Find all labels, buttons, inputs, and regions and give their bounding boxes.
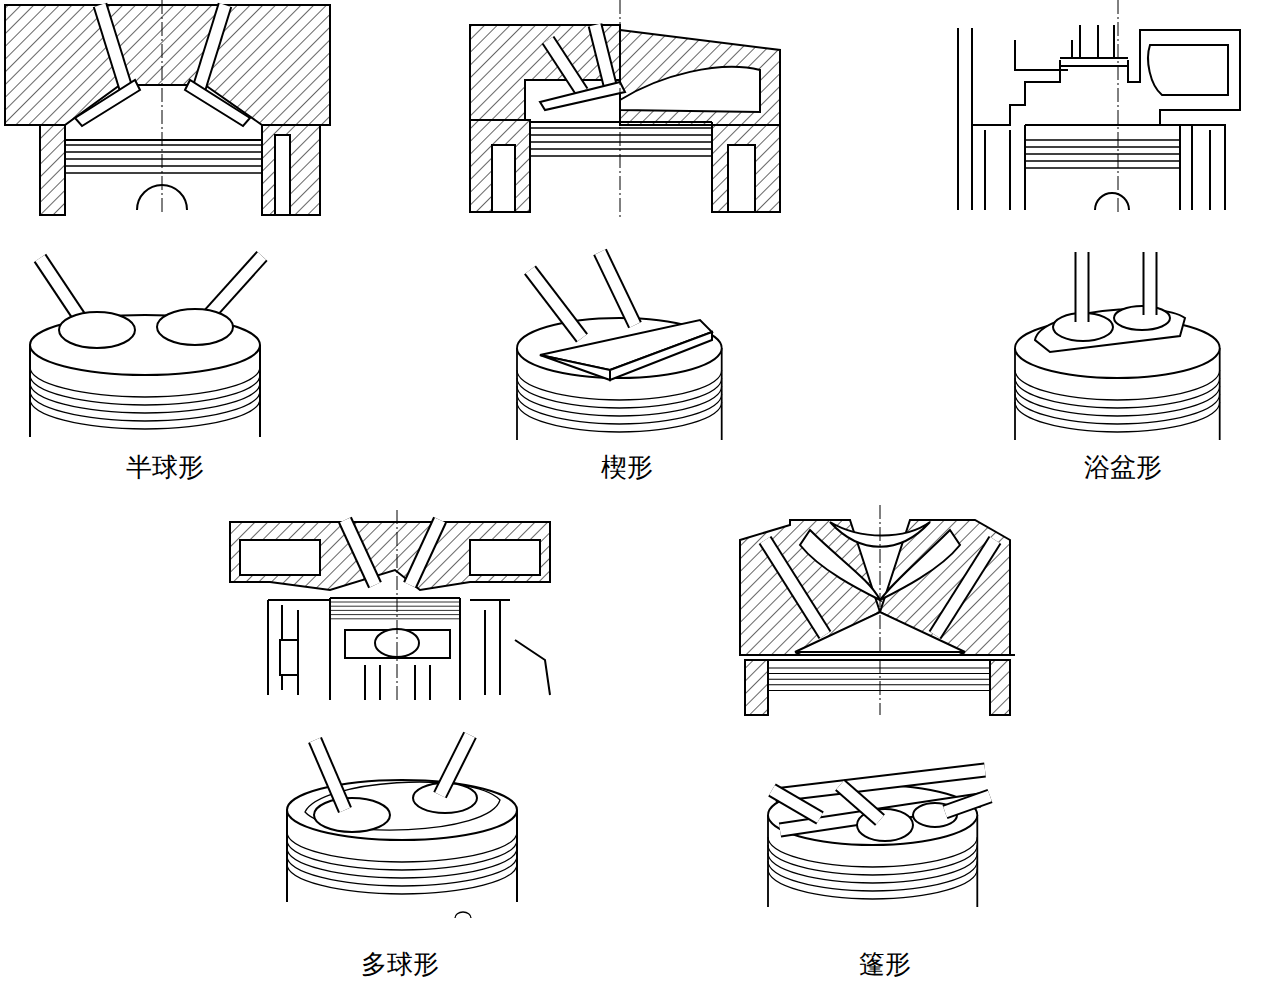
shape-caption: 半球形 [126,452,204,483]
hemispherical-section [5,0,330,215]
wedge-section [470,0,780,218]
bathtub-section [958,0,1240,215]
shape-caption: 篷形 [859,949,911,980]
pentroof-piston [768,770,990,907]
shape-caption: 多球形 [361,949,439,980]
shape-caption: 浴盆形 [1084,452,1162,483]
multisphere-section [230,510,550,700]
pentroof-section [740,505,1015,715]
multisphere-piston [287,735,517,918]
hemispherical-piston [30,256,262,437]
wedge-piston [517,252,722,440]
shape-caption: 楔形 [601,452,653,483]
bathtub-piston [1015,252,1220,440]
